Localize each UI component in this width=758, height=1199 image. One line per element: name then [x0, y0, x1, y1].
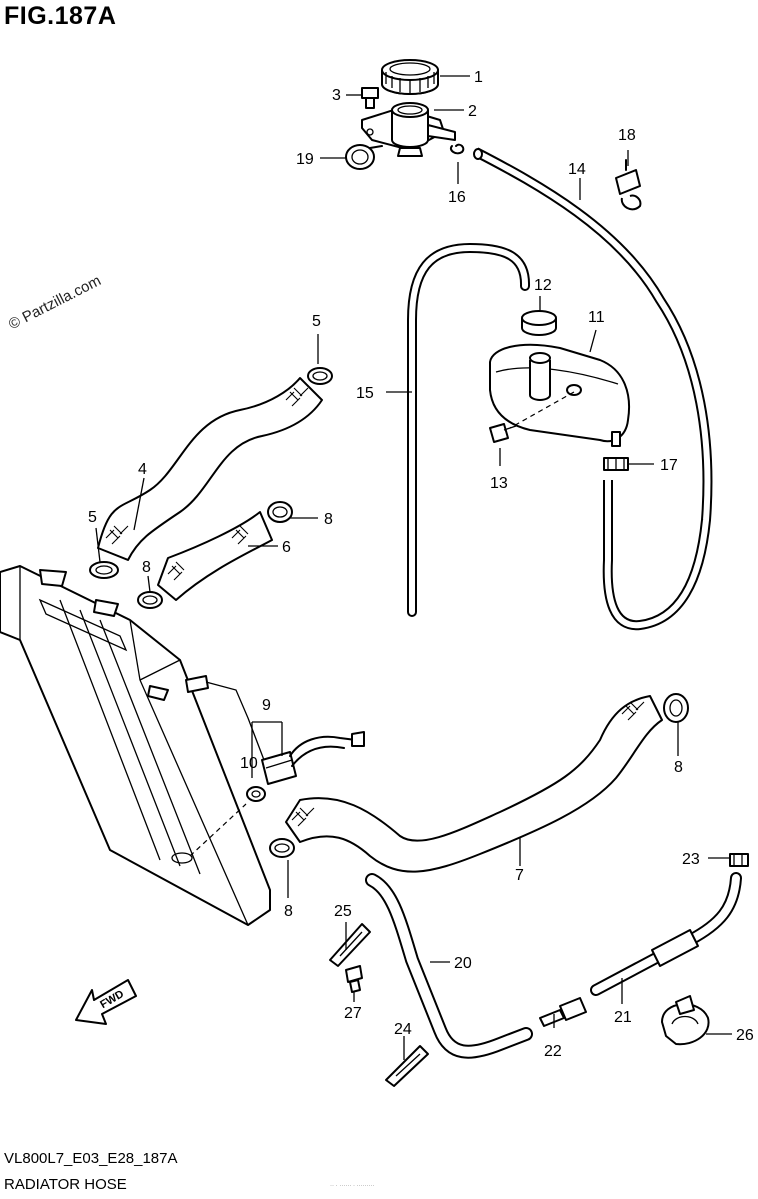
- radiator[interactable]: [0, 565, 271, 926]
- callout-25: 25: [334, 903, 352, 920]
- reservoir-tank[interactable]: [489, 343, 630, 447]
- bolt-13[interactable]: [489, 423, 517, 443]
- hose-14[interactable]: [473, 147, 713, 631]
- clamp-26[interactable]: [661, 995, 710, 1046]
- callout-8-lower-right: 8: [674, 759, 683, 776]
- fwd-arrow-icon: FWD: [75, 979, 137, 1025]
- clamp-19[interactable]: [345, 144, 383, 170]
- callout-5-left: 5: [88, 509, 97, 526]
- callout-10: 10: [240, 755, 258, 772]
- bracket-24[interactable]: [385, 1045, 429, 1087]
- diagram-name: RADIATOR HOSE: [4, 1176, 127, 1193]
- callout-19: 19: [296, 151, 314, 168]
- hose-7[interactable]: [285, 695, 663, 873]
- callout-4: 4: [138, 461, 147, 478]
- callout-13: 13: [490, 475, 508, 492]
- clamp-18[interactable]: [615, 159, 642, 211]
- callout-6: 6: [282, 539, 291, 556]
- callout-3: 3: [332, 87, 341, 104]
- clip-16[interactable]: [450, 143, 465, 155]
- filler-neck[interactable]: [361, 102, 456, 157]
- fine-print: ·· · ······ · ·········: [330, 1183, 375, 1189]
- callout-18: 18: [618, 127, 636, 144]
- hose-20[interactable]: [365, 873, 533, 1059]
- bolt-27[interactable]: [345, 965, 363, 993]
- hose-6[interactable]: [157, 511, 273, 601]
- callout-12: 12: [534, 277, 552, 294]
- callout-20: 20: [454, 955, 472, 972]
- clamp-8-lower-right[interactable]: [663, 693, 689, 723]
- callout-17: 17: [660, 457, 678, 474]
- callout-27: 27: [344, 1005, 362, 1022]
- callout-22: 22: [544, 1043, 562, 1060]
- clamp-5-top[interactable]: [307, 367, 333, 385]
- hose-joint-22[interactable]: [539, 997, 587, 1027]
- callout-8-upper-right: 8: [324, 511, 333, 528]
- callout-2: 2: [468, 103, 477, 120]
- clamp-8-upper-left[interactable]: [137, 591, 163, 609]
- callout-16: 16: [448, 189, 466, 206]
- leader-lines: [95, 75, 732, 1060]
- bracket-25[interactable]: [329, 923, 371, 967]
- radiator-cap[interactable]: [381, 59, 439, 95]
- callout-14: 14: [568, 161, 586, 178]
- callout-24: 24: [394, 1021, 412, 1038]
- callout-15: 15: [356, 385, 374, 402]
- callout-21: 21: [614, 1009, 632, 1026]
- callout-11: 11: [588, 309, 605, 326]
- figure-title: FIG.187A: [4, 2, 117, 30]
- callout-8-lower-left: 8: [284, 903, 293, 920]
- hose-4[interactable]: [97, 377, 323, 561]
- clip-17[interactable]: [603, 457, 629, 471]
- diagram-code: VL800L7_E03_E28_187A: [4, 1150, 178, 1167]
- clamp-8-lower-left[interactable]: [269, 838, 295, 858]
- callout-5-top: 5: [312, 313, 321, 330]
- o-ring-10[interactable]: [246, 786, 266, 802]
- hose-15[interactable]: [407, 242, 531, 617]
- reservoir-cap-12[interactable]: [521, 310, 557, 336]
- callout-23: 23: [682, 851, 700, 868]
- callout-26: 26: [736, 1027, 754, 1044]
- pipe-21[interactable]: [590, 872, 742, 996]
- callout-9: 9: [262, 697, 271, 714]
- callout-7: 7: [515, 867, 524, 884]
- callout-1: 1: [474, 69, 483, 86]
- clamp-8-upper-right[interactable]: [267, 501, 293, 523]
- clamp-5-bottom[interactable]: [89, 561, 119, 579]
- clamp-23[interactable]: [729, 853, 749, 867]
- fan-thermo-switch[interactable]: [185, 675, 365, 785]
- callout-8-upper-left: 8: [142, 559, 151, 576]
- bolt-3[interactable]: [361, 87, 379, 109]
- callout-numbers: 1 2 3 4 5 5 6 7 8 8 8 8 9 10 11 12 13 14…: [88, 69, 754, 1060]
